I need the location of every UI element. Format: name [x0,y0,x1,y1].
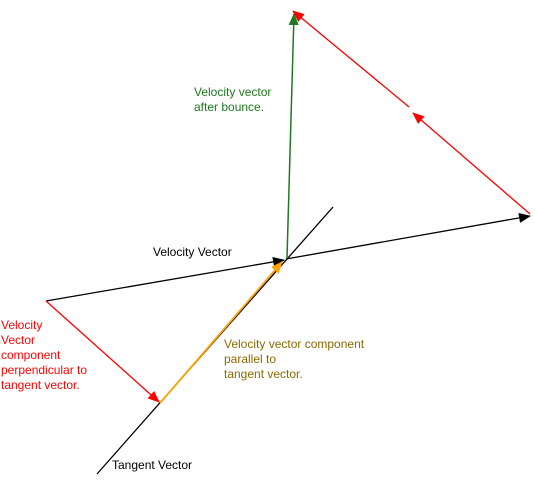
label-velocity-vector: Velocity Vector [153,245,232,259]
label-velocity-after-bounce: Velocity vector after bounce. [194,85,275,114]
velocity-vector-incoming [45,256,285,302]
reflected-perpendicular-arrow-lower [412,112,531,215]
label-perpendicular-component: Velocity Vector component perpendicular … [1,318,90,392]
reflected-perpendicular-arrow-upper [292,10,410,108]
velocity-after-bounce-arrow [286,13,299,259]
label-tangent-vector: Tangent Vector [112,458,192,472]
perpendicular-component-arrow [45,300,160,403]
parallel-component-arrow [159,261,283,404]
velocity-vector-continuation [285,212,531,260]
label-parallel-component: Velocity vector component parallel to ta… [224,337,367,381]
